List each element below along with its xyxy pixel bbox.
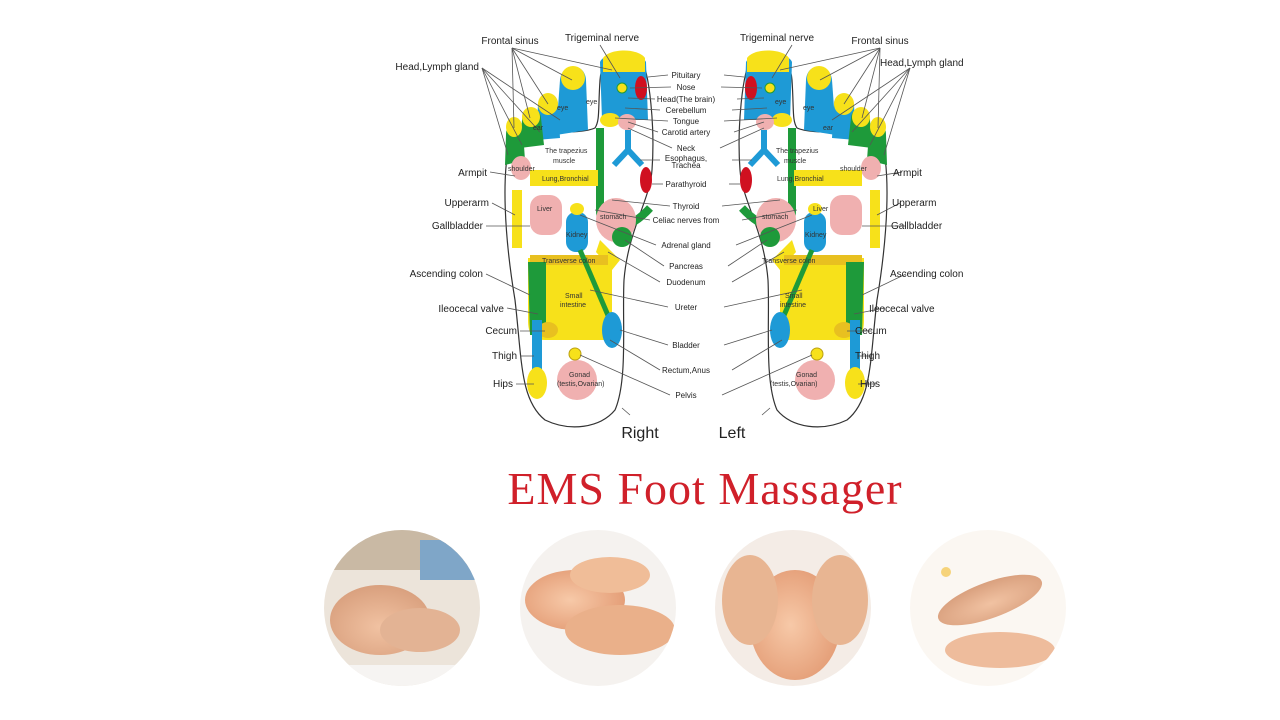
label-carotid-artery: Carotid artery (662, 128, 710, 137)
organ-liver: Liver (537, 206, 553, 213)
label-upperarm: Upperarm (892, 198, 936, 209)
label-armpit: Armpit (893, 168, 922, 179)
organ-trapezius: The trapezius (776, 148, 819, 155)
organ-liver: Liver (813, 206, 829, 213)
organ-ear: ear (533, 125, 544, 132)
label-bladder: Bladder (672, 341, 700, 350)
label-upperarm: Upperarm (445, 198, 489, 209)
label-frontal-sinus: Frontal sinus (851, 36, 908, 47)
label-ileocecal-valve: Ileocecal valve (438, 304, 504, 315)
label-pancreas: Pancreas (669, 262, 703, 271)
organ-kidney: Kidney (566, 232, 588, 239)
organ-gonad: Gonad (796, 372, 817, 379)
label-hips: Hips (493, 379, 513, 390)
label-cecum: Cecum (485, 326, 517, 337)
label-head-lymph-gland: Head,Lymph gland (395, 62, 479, 73)
label-esophagus: Esophagus, (665, 154, 707, 163)
organ-eye: eye (803, 105, 814, 112)
photo-massage-4 (910, 530, 1066, 686)
organ-ear: ear (823, 125, 834, 132)
organ-lung: Lung,Bronchial (777, 176, 824, 183)
photo-massage-2 (520, 530, 676, 686)
label-tongue: Tongue (673, 117, 700, 126)
label-thyroid: Thyroid (673, 202, 700, 211)
organ-trapezius: The trapezius (545, 148, 588, 155)
organ-gonad: Gonad (569, 372, 590, 379)
label-thigh: Thigh (492, 351, 517, 362)
organ-stomach: stomach (600, 214, 627, 221)
label-ascending-colon: Ascending colon (890, 269, 963, 280)
label-trachea: Trachea (671, 161, 701, 170)
organ-labels-right: eye eye ear The trapezius muscle shoulde… (508, 99, 627, 388)
label-pelvis: Pelvis (675, 391, 696, 400)
organ-eye: eye (586, 99, 597, 106)
label-head-brain: Head(The brain) (657, 95, 716, 104)
label-gallbladder: Gallbladder (891, 221, 943, 232)
organ-eye: eye (557, 105, 568, 112)
label-ileocecal-valve: Ileocecal valve (869, 304, 935, 315)
label-head-lymph-gland: Head,Lymph gland (880, 58, 964, 69)
label-adrenal-gland: Adrenal gland (661, 241, 710, 250)
label-rectum-anus: Rectum,Anus (662, 366, 710, 375)
organ-lung: Lung,Bronchial (542, 176, 589, 183)
label-trigeminal-nerve: Trigeminal nerve (565, 33, 640, 44)
photo-massage-3 (715, 530, 871, 686)
label-nose: Nose (677, 83, 696, 92)
label-cerebellum: Cerebellum (666, 106, 707, 115)
organ-trapezius: muscle (784, 158, 806, 165)
side-labels-right: Frontal sinus Trigeminal nerve Head,Lymp… (740, 33, 964, 390)
organ-small-intestine: Small (565, 293, 583, 300)
label-gallbladder: Gallbladder (432, 221, 484, 232)
organ-eye: eye (775, 99, 786, 106)
label-pituitary: Pituitary (672, 71, 701, 80)
label-cecum: Cecum (855, 326, 887, 337)
label-ascending-colon: Ascending colon (410, 269, 483, 280)
label-thigh: Thigh (855, 351, 880, 362)
label-duodenum: Duodenum (666, 278, 705, 287)
organ-small-intestine: Small (785, 293, 803, 300)
product-title: EMS Foot Massager (507, 463, 903, 514)
label-frontal-sinus: Frontal sinus (481, 36, 538, 47)
organ-shoulder: shoulder (840, 166, 868, 173)
organ-small-intestine: intestine (560, 302, 586, 309)
organ-transverse-colon: Transverse colon (542, 258, 596, 265)
right-foot-label: Right (621, 425, 659, 442)
organ-stomach: stomach (762, 214, 789, 221)
label-hips: Hips (860, 379, 880, 390)
organ-trapezius: muscle (553, 158, 575, 165)
organ-labels-left: eye eye ear The trapezius muscle shoulde… (762, 99, 868, 388)
label-neck: Neck (677, 144, 696, 153)
organ-small-intestine: intestine (780, 302, 806, 309)
center-labels: Pituitary Nose Head(The brain) Cerebellu… (653, 71, 720, 400)
photo-massage-1 (324, 530, 480, 686)
label-armpit: Armpit (458, 168, 487, 179)
label-parathyroid: Parathyroid (666, 180, 707, 189)
organ-shoulder: shoulder (508, 166, 536, 173)
label-ureter: Ureter (675, 303, 698, 312)
organ-kidney: Kidney (805, 232, 827, 239)
organ-gonad: (testis,Ovarian) (770, 381, 817, 388)
left-foot-label: Left (719, 425, 746, 442)
organ-gonad: (testis,Ovarian) (557, 381, 604, 388)
side-labels-left: Frontal sinus Trigeminal nerve Head,Lymp… (395, 33, 639, 390)
label-celiac-nerves: Celiac nerves from (653, 216, 720, 225)
label-trigeminal-nerve: Trigeminal nerve (740, 33, 815, 44)
organ-transverse-colon: Transverse colon (762, 258, 816, 265)
